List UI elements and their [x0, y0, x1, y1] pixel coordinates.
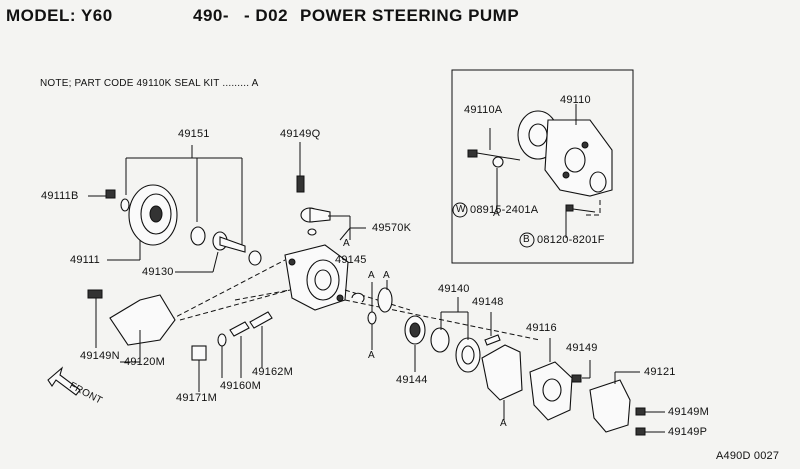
- variant-code: - D02: [244, 6, 289, 25]
- pulley-drawing: [105, 184, 178, 246]
- ref-a-7: A: [493, 208, 500, 219]
- ref-a-4: A: [368, 350, 375, 361]
- part-49148: 49148: [472, 296, 504, 308]
- model-label: MODEL: Y60: [6, 6, 113, 25]
- circle-b-label: B: [523, 234, 530, 245]
- part-49160M: 49160M: [220, 380, 261, 392]
- part-08915-2401A: 08915-2401A: [470, 204, 539, 216]
- part-49570K: 49570K: [372, 222, 412, 234]
- inset-box: [451, 69, 634, 264]
- ref-a-2: A: [368, 270, 375, 281]
- part-49120M: 49120M: [124, 356, 165, 368]
- part-49162M: 49162M: [252, 366, 293, 378]
- part-49149N: 49149N: [80, 350, 120, 362]
- part-49149M: 49149M: [668, 406, 709, 418]
- circle-w-icon: [452, 202, 468, 218]
- part-49149Q: 49149Q: [280, 128, 321, 140]
- part-49111B: 49111B: [41, 190, 79, 202]
- part-49116: 49116: [526, 322, 557, 334]
- ref-a-1: A: [343, 238, 350, 249]
- part-49121: 49121: [644, 366, 676, 378]
- part-49130: 49130: [142, 266, 174, 278]
- assembled-pump-drawing: [517, 110, 613, 197]
- ref-a-6: A: [500, 418, 507, 429]
- part-49171M: 49171M: [176, 392, 217, 404]
- ref-a-3: A: [383, 270, 390, 281]
- pump-body-drawing: [284, 244, 349, 311]
- circle-b-icon: [519, 232, 535, 248]
- circle-w-label: W: [456, 204, 466, 215]
- seal-kit-note: NOTE; PART CODE 49110K SEAL KIT ........…: [40, 78, 259, 89]
- page-title: POWER STEERING PUMP: [300, 6, 520, 25]
- part-49111: 49111: [70, 254, 100, 266]
- part-49149P: 49149P: [668, 426, 708, 438]
- reference-code: A490D 0027: [716, 450, 780, 462]
- part-49149: 49149: [566, 342, 598, 354]
- front-arrow-icon: [47, 366, 81, 396]
- part-49110A: 49110A: [464, 104, 503, 116]
- part-49151: 49151: [178, 128, 210, 140]
- part-49144: 49144: [396, 374, 428, 386]
- part-49110: 49110: [560, 94, 591, 106]
- section-number: 490-: [193, 6, 230, 25]
- part-49145: 49145: [335, 254, 367, 266]
- part-49140: 49140: [438, 283, 470, 295]
- part-08120-8201F: 08120-8201F: [537, 234, 605, 246]
